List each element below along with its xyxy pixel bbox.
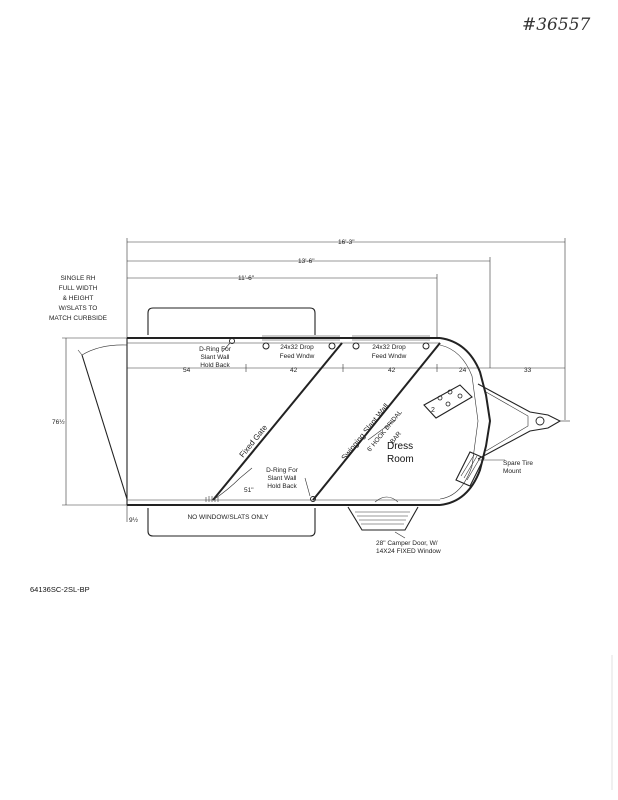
dim-seg-42b: 42 (388, 367, 396, 374)
rear-door-line-2: FULL WIDTH (59, 285, 98, 292)
dim-stall-label: 11'-6" (238, 275, 255, 282)
no-window-label: NO WINDOW/SLATS ONLY (187, 514, 269, 521)
rack-number: 2 (431, 407, 435, 414)
rear-door-line-1: SINGLE RH (60, 275, 95, 282)
drop-feed-window-1: 24x32 Drop Feed Wndw (262, 335, 340, 360)
fixed-gate-label: Fixed Gate (238, 423, 270, 460)
dring-top-line2: Slant Wall (200, 354, 230, 361)
spare-tire-mount: Spare Tire Mount (455, 451, 533, 487)
window-1-line2: Feed Wndw (280, 353, 315, 360)
dress-room-line1: Dress (387, 441, 413, 452)
dimension-width: 76½ (52, 337, 127, 506)
bottom-fender (147, 508, 316, 537)
window-1-line1: 24x32 Drop (280, 344, 314, 351)
trailer-body (126, 337, 492, 506)
window-2-line2: Feed Wndw (372, 353, 407, 360)
rear-door-line-3: & HEIGHT (63, 295, 94, 302)
swinging-slant-wall: Swinging Slant Wall 6' HOOK BRIDAL BAR (310, 342, 441, 502)
camper-door-line1: 28" Camper Door, W/ (376, 540, 438, 547)
rear-door-line-4: W/SLATS TO (59, 305, 98, 312)
window-2-line1: 24x32 Drop (372, 344, 406, 351)
dim-gate-label: 51" (244, 487, 254, 494)
dim-body-label: 13'-6" (298, 258, 315, 265)
dim-overall-label: 16'-3" (338, 239, 355, 246)
dring-top-line1: D-Ring For (199, 346, 232, 353)
saddle-rack: 2 (423, 384, 473, 419)
model-code: 64136SC-2SL-BP (30, 585, 90, 594)
dring-bot-line2: Slant Wall (267, 475, 297, 482)
rear-door-swing (77, 344, 128, 500)
d-ring-bottom-note: D-Ring For Slant Wall Hold Back (266, 467, 311, 497)
dimension-overall: 16'-3" (126, 238, 566, 420)
dring-top-line3: Hold Back (200, 362, 230, 369)
rear-door-note: SINGLE RH FULL WIDTH & HEIGHT W/SLATS TO… (49, 275, 108, 322)
spare-tire-line1: Spare Tire (503, 460, 533, 467)
dim-width-label: 76½ (52, 418, 65, 426)
camper-door-line2: 14X24 FIXED Window (376, 548, 441, 555)
dring-bot-line1: D-Ring For (266, 467, 299, 474)
stock-number-stamp: #36557 (522, 15, 591, 35)
dim-rear-offset-label: 9½ (129, 516, 139, 524)
dress-room: Dress Room (387, 441, 414, 465)
drop-feed-window-2: 24x32 Drop Feed Wndw (352, 335, 430, 360)
camper-door: 28" Camper Door, W/ 14X24 FIXED Window (347, 496, 441, 555)
dim-seg-33: 33 (524, 367, 532, 374)
dimension-stall: 11'-6" (127, 274, 438, 338)
rear-door-line-5: MATCH CURBSIDE (49, 315, 108, 322)
dimension-rear-offset: 9½ (126, 505, 139, 524)
gooseneck-hitch (477, 383, 570, 460)
dim-seg-54: 54 (183, 367, 191, 374)
d-ring-top-note: D-Ring For Slant Wall Hold Back (199, 338, 235, 369)
dress-room-line2: Room (387, 454, 414, 465)
dimension-body: 13'-6" (127, 257, 491, 368)
top-fender (147, 307, 316, 335)
spare-tire-line2: Mount (503, 468, 521, 475)
dim-seg-24: 24 (459, 367, 467, 374)
dring-bot-line3: Hold Back (267, 483, 297, 490)
segment-dimensions: 54 42 42 24 33 (127, 364, 565, 374)
dim-seg-42a: 42 (290, 367, 298, 374)
